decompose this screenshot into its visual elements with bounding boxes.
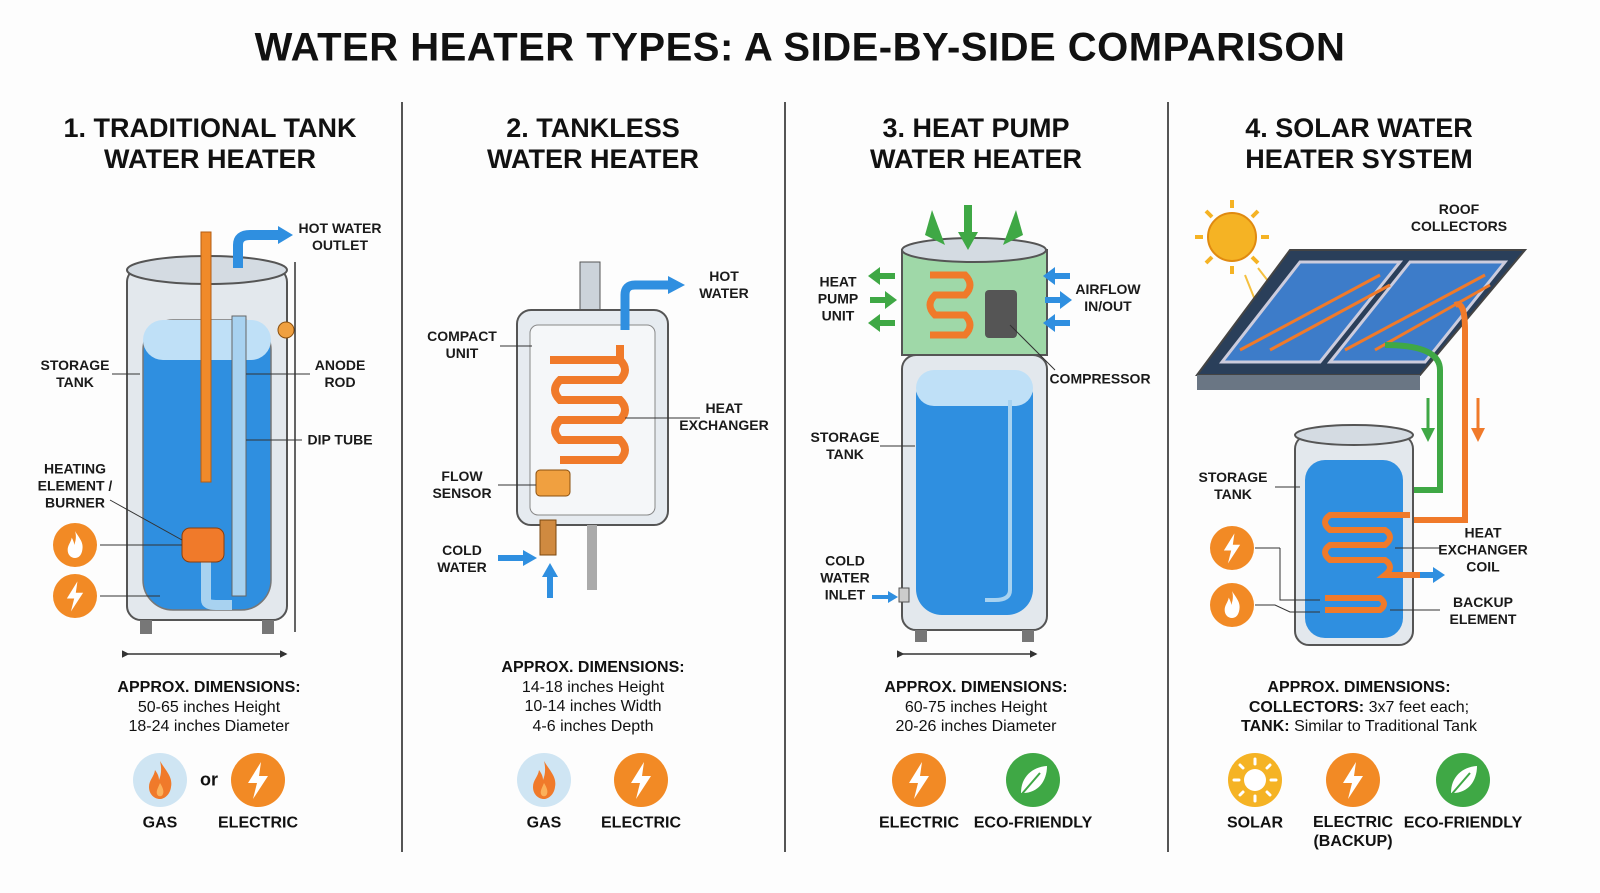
label-storage-tank: STORAGE TANK — [40, 357, 110, 390]
bolt-icon — [231, 753, 285, 807]
label-compact-unit: COMPACT UNIT — [427, 328, 497, 361]
traditional-tank-illustration — [100, 226, 310, 658]
bolt-icon — [1326, 753, 1380, 807]
label-anode-rod: ANODE ROD — [314, 357, 366, 390]
solar-illustration — [1195, 200, 1528, 646]
label-storage-tank: STORAGE TANK — [810, 429, 880, 462]
bolt-icon — [614, 753, 668, 807]
main-title: WATER HEATER TYPES: A SIDE-BY-SIDE COMPA… — [254, 25, 1346, 70]
icon-label: ELECTRIC — [601, 814, 681, 832]
column-divider — [784, 102, 786, 852]
flame-icon — [53, 523, 97, 567]
sun-icon — [1228, 753, 1282, 807]
tankless-illustration — [498, 261, 700, 598]
label-hot-water-outlet: HOT WATER OUTLET — [298, 220, 382, 253]
dimensions: APPROX. DIMENSIONS:COLLECTORS: 3x7 feet … — [1241, 678, 1477, 735]
label-compressor: COMPRESSOR — [1049, 370, 1151, 387]
icon-label: SOLAR — [1227, 814, 1283, 832]
label-roof-collectors: ROOF COLLECTORS — [1410, 201, 1508, 234]
icon-label: ELECTRIC(BACKUP) — [1313, 814, 1393, 850]
label-cold-water: COLD WATER — [437, 542, 487, 575]
icon-label: ELECTRIC — [879, 814, 959, 832]
icon-label: GAS — [142, 814, 178, 832]
icon-label: ECO-FRIENDLY — [973, 814, 1093, 832]
column-divider — [1167, 102, 1169, 852]
bolt-icon — [53, 574, 97, 618]
column-divider — [401, 102, 403, 852]
leaf-icon — [1006, 753, 1060, 807]
bolt-icon — [892, 753, 946, 807]
label-airflow: AIRFLOW IN/OUT — [1075, 281, 1141, 314]
label-cold-water-inlet: COLD WATER INLET — [820, 552, 870, 603]
icon-label: GAS — [526, 814, 562, 832]
flame-icon — [1210, 583, 1254, 627]
label-storage-tank: STORAGE TANK — [1198, 469, 1268, 502]
or-separator: or — [200, 769, 218, 790]
label-heat-exchanger: HEAT EXCHANGER — [679, 400, 769, 433]
heat-pump-illustration — [868, 205, 1072, 658]
icon-label: ELECTRIC — [218, 814, 298, 832]
label-hot-water: HOT WATER — [699, 268, 749, 301]
label-dip-tube: DIP TUBE — [307, 431, 373, 448]
label-heat-pump-unit: HEAT PUMP UNIT — [817, 273, 859, 324]
flame-icon — [517, 753, 571, 807]
flame-icon — [133, 753, 187, 807]
icon-label: ECO-FRIENDLY — [1403, 814, 1523, 832]
leaf-icon — [1436, 753, 1490, 807]
sun-illustration — [1195, 200, 1276, 301]
label-heating-element: HEATING ELEMENT / BURNER — [37, 460, 113, 511]
label-backup-element: BACKUP ELEMENT — [1449, 594, 1517, 627]
bolt-icon — [1210, 526, 1254, 570]
label-flow-sensor: FLOW SENSOR — [432, 468, 492, 501]
label-heat-exchanger-coil: HEAT EXCHANGER COIL — [1438, 524, 1528, 575]
